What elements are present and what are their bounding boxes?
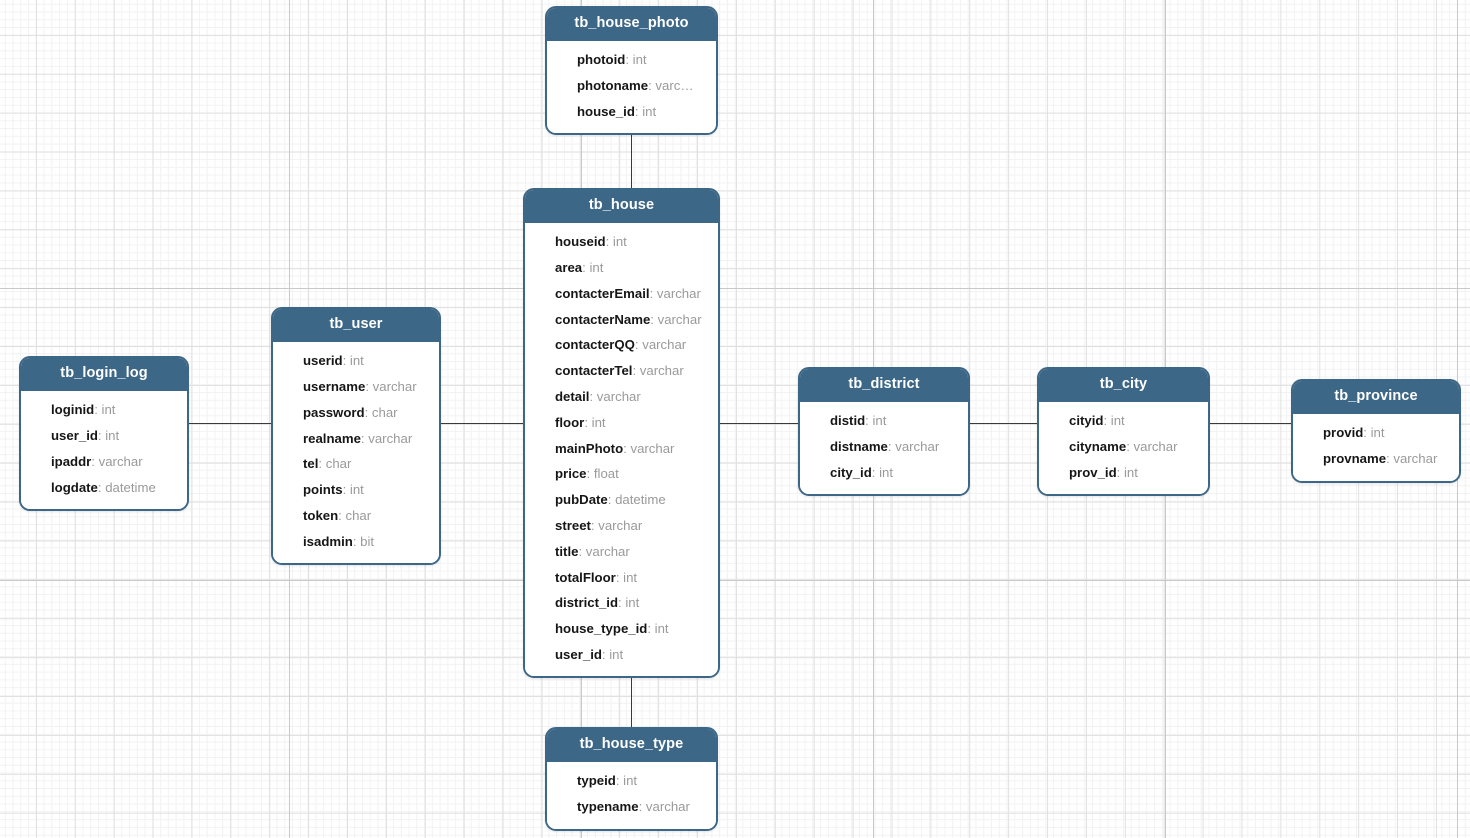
entity-field-list-tb-house-photo: photoid: int photoname: varc… house_id: … bbox=[547, 40, 716, 134]
field-row: user_id: int bbox=[555, 646, 624, 662]
field-row: floor: int bbox=[555, 414, 606, 430]
field-row: isadmin: bit bbox=[303, 533, 375, 549]
field-row: username: varchar bbox=[303, 379, 417, 395]
field-row: distname: varchar bbox=[830, 439, 940, 455]
field-row: photoname: varc… bbox=[577, 78, 694, 94]
field-row: user_id: int bbox=[51, 428, 120, 444]
relation-line-house-house_type bbox=[631, 665, 632, 728]
entity-title-tb-house-type: tb_house_type bbox=[547, 729, 716, 762]
field-row: contacterQQ: varchar bbox=[555, 337, 687, 353]
relation-line-house_photo-house bbox=[631, 129, 632, 189]
field-row: house_type_id: int bbox=[555, 621, 669, 637]
field-row: contacterEmail: varchar bbox=[555, 285, 701, 301]
entity-field-list-tb-district: distid: int distname: varchar city_id: i… bbox=[800, 401, 968, 495]
relation-line-district-city bbox=[970, 423, 1039, 424]
field-row: realname: varchar bbox=[303, 430, 413, 446]
field-row: tel: char bbox=[303, 456, 352, 472]
field-row: district_id: int bbox=[555, 595, 640, 611]
field-row: token: char bbox=[303, 508, 372, 524]
field-row: house_id: int bbox=[577, 103, 657, 119]
field-row: contacterTel: varchar bbox=[555, 363, 684, 379]
field-row: typeid: int bbox=[577, 773, 638, 789]
field-row: ipaddr: varchar bbox=[51, 453, 143, 469]
entity-tb-house-type[interactable]: tb_house_type typeid: int typename: varc… bbox=[545, 727, 718, 831]
entity-tb-house-photo[interactable]: tb_house_photo photoid: int photoname: v… bbox=[545, 6, 718, 136]
entity-field-list-tb-city: cityid: int cityname: varchar prov_id: i… bbox=[1039, 401, 1208, 495]
field-row: logdate: datetime bbox=[51, 479, 156, 495]
relation-line-house-district bbox=[720, 423, 800, 424]
entity-field-list-tb-house: houseid: int area: int contacterEmail: v… bbox=[525, 222, 718, 677]
field-row: pubDate: datetime bbox=[555, 492, 666, 508]
field-row: contacterName: varchar bbox=[555, 311, 702, 327]
field-row: houseid: int bbox=[555, 234, 627, 250]
entity-title-tb-user: tb_user bbox=[273, 309, 439, 342]
field-row: detail: varchar bbox=[555, 389, 641, 405]
entity-tb-house[interactable]: tb_house houseid: int area: int contacte… bbox=[523, 188, 720, 679]
field-row: distid: int bbox=[830, 413, 887, 429]
entity-tb-province[interactable]: tb_province provid: int provname: varcha… bbox=[1291, 379, 1461, 483]
field-row: typename: varchar bbox=[577, 799, 690, 815]
entity-tb-login-log[interactable]: tb_login_log loginid: int user_id: int i… bbox=[19, 356, 189, 512]
entity-title-tb-province: tb_province bbox=[1293, 381, 1459, 414]
field-row: totalFloor: int bbox=[555, 569, 638, 585]
field-row: title: varchar bbox=[555, 543, 630, 559]
field-row: cityname: varchar bbox=[1069, 439, 1178, 455]
relation-line-city-province bbox=[1210, 423, 1293, 424]
entity-tb-district[interactable]: tb_district distid: int distname: varcha… bbox=[798, 367, 970, 497]
field-row: city_id: int bbox=[830, 464, 894, 480]
entity-field-list-tb-user: userid: int username: varchar password: … bbox=[273, 341, 439, 564]
field-row: provname: varchar bbox=[1323, 451, 1438, 467]
field-row: price: float bbox=[555, 466, 619, 482]
field-row: street: varchar bbox=[555, 518, 643, 533]
entity-tb-user[interactable]: tb_user userid: int username: varchar pa… bbox=[271, 307, 441, 566]
relation-line-user-house bbox=[441, 423, 525, 424]
entity-title-tb-house-photo: tb_house_photo bbox=[547, 8, 716, 41]
relation-line-login_log-user bbox=[189, 423, 273, 424]
entity-title-tb-district: tb_district bbox=[800, 369, 968, 402]
entity-title-tb-city: tb_city bbox=[1039, 369, 1208, 402]
entity-tb-city[interactable]: tb_city cityid: int cityname: varchar pr… bbox=[1037, 367, 1210, 497]
field-row: prov_id: int bbox=[1069, 464, 1138, 480]
field-row: provid: int bbox=[1323, 425, 1385, 441]
entity-title-tb-house: tb_house bbox=[525, 190, 718, 223]
field-row: mainPhoto: varchar bbox=[555, 440, 675, 456]
entity-title-tb-login-log: tb_login_log bbox=[21, 358, 187, 391]
field-row: area: int bbox=[555, 260, 604, 276]
field-row: cityid: int bbox=[1069, 413, 1125, 429]
field-row: loginid: int bbox=[51, 402, 116, 418]
field-row: password: char bbox=[303, 404, 398, 420]
entity-field-list-tb-province: provid: int provname: varchar bbox=[1293, 413, 1459, 481]
field-row: userid: int bbox=[303, 353, 364, 369]
field-row: points: int bbox=[303, 482, 364, 498]
entity-field-list-tb-login-log: loginid: int user_id: int ipaddr: varcha… bbox=[21, 390, 187, 510]
field-row: photoid: int bbox=[577, 52, 647, 68]
entity-field-list-tb-house-type: typeid: int typename: varchar bbox=[547, 761, 716, 829]
